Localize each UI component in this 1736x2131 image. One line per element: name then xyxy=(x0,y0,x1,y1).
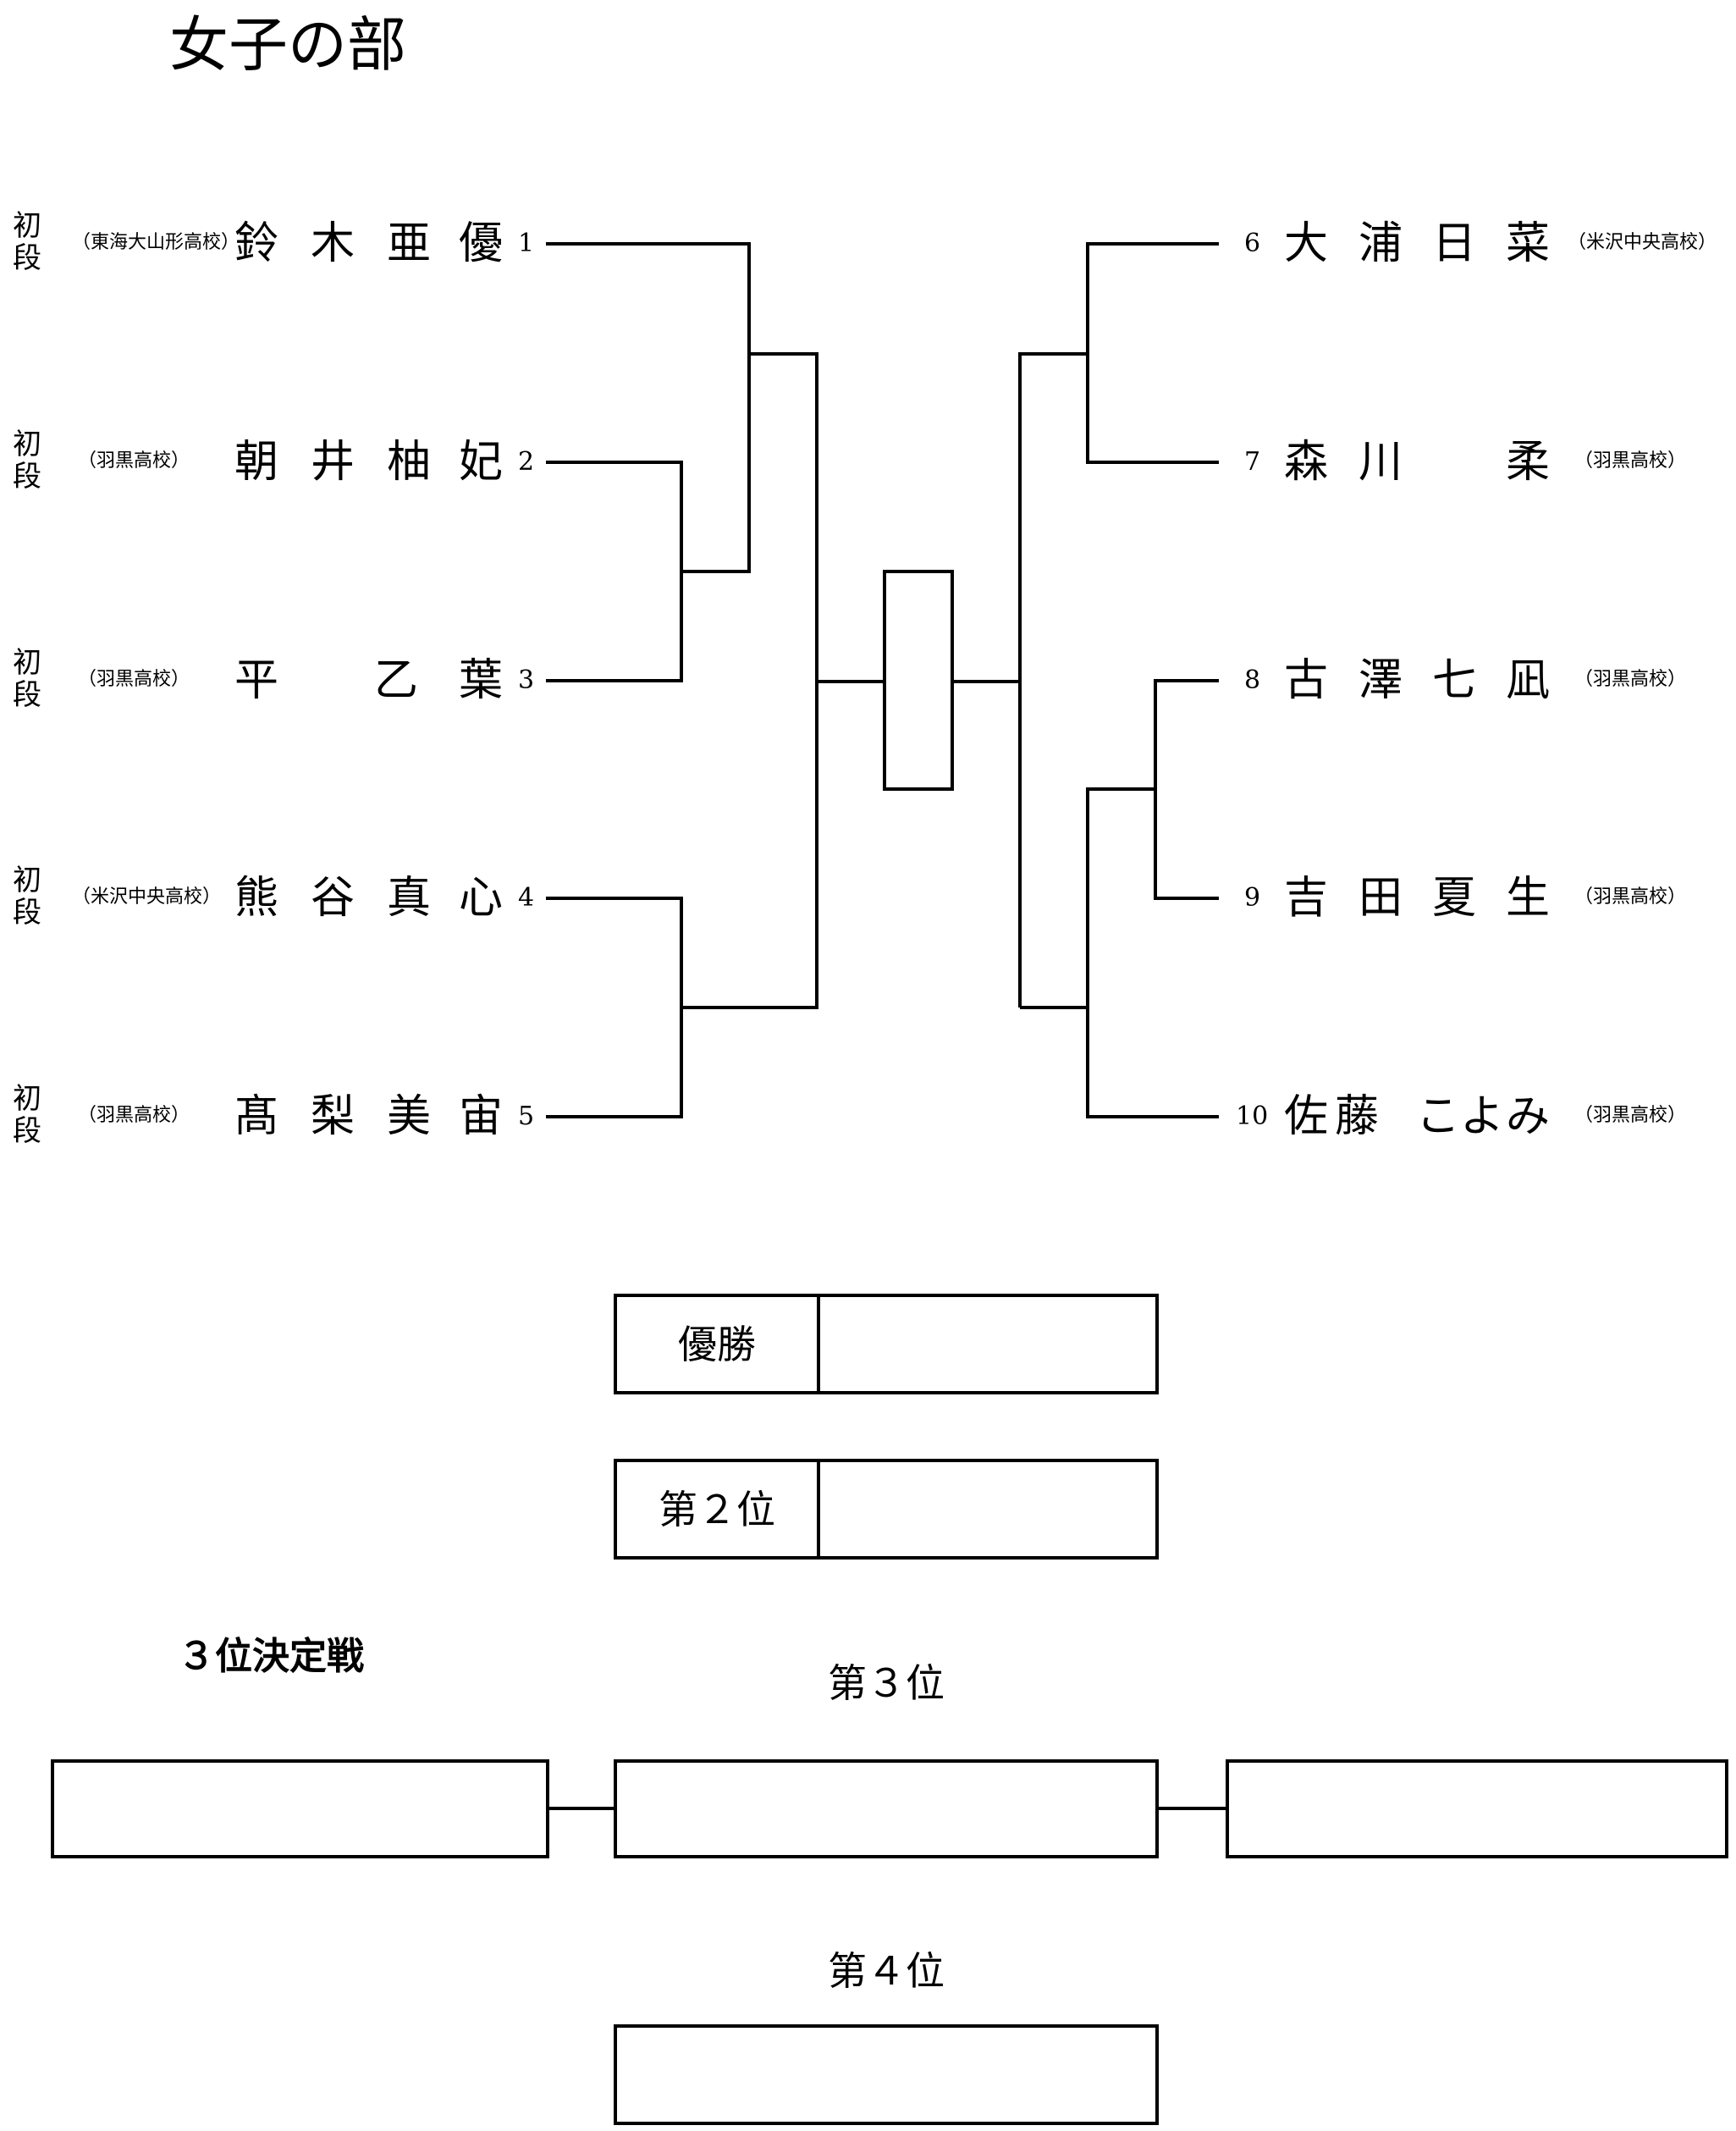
player-name: 大 浦 日 菜 xyxy=(1283,218,1550,269)
bracket-line-right-67 xyxy=(1018,352,1088,1008)
seed-number: 1 xyxy=(518,229,535,258)
school-label: （羽黒高校） xyxy=(78,1105,190,1126)
bracket-line-right-6 xyxy=(1086,242,1219,354)
seed-number: 4 xyxy=(518,883,535,913)
bracket-line-left-1 xyxy=(546,242,751,354)
school-label: （米沢中央高校） xyxy=(72,886,222,908)
player-name: 吉 田 夏 生 xyxy=(1283,873,1550,924)
player-name: 鈴 木 亜 優 xyxy=(234,218,503,269)
fourth-place-label: 第４位 xyxy=(828,1948,945,1994)
school-label: （羽黒高校） xyxy=(1574,1105,1687,1126)
school-label: （米沢中央高校） xyxy=(1568,232,1717,253)
winner-box xyxy=(614,1294,1159,1394)
bracket-line-left-123 xyxy=(749,352,818,682)
bracket-line-left-3 xyxy=(546,571,683,682)
bracket-line-left-45 xyxy=(681,682,818,1009)
seed-number: 10 xyxy=(1236,1101,1269,1131)
seed-number: 9 xyxy=(1244,883,1261,913)
fourth-place-box xyxy=(614,2024,1159,2125)
bracket-line-left-5 xyxy=(546,1008,683,1118)
dan-label: 初段 xyxy=(13,864,41,930)
seed-number: 7 xyxy=(1244,447,1261,477)
bracket-line-right-7 xyxy=(1086,354,1219,464)
third-match-left-box xyxy=(51,1759,549,1858)
school-label: （東海大山形高校） xyxy=(72,232,240,253)
second-box xyxy=(614,1459,1159,1560)
player-name: 朝 井 柚 妃 xyxy=(234,437,503,488)
third-place-label: 第３位 xyxy=(828,1660,945,1706)
bracket-line-right-8 xyxy=(1154,679,1219,789)
school-label: （羽黒高校） xyxy=(1574,450,1687,472)
dan-label: 初段 xyxy=(13,209,41,275)
dan-label: 初段 xyxy=(13,1082,41,1148)
school-label: （羽黒高校） xyxy=(78,669,190,690)
dan-label: 初段 xyxy=(13,646,41,712)
seed-number: 3 xyxy=(518,665,535,695)
bracket-line-right-9 xyxy=(1154,789,1219,900)
bracket-line-left-2 xyxy=(546,461,683,571)
bracket-line-left-23 xyxy=(681,354,751,573)
bracket-line-right-89 xyxy=(1086,787,1155,1008)
page-title: 女子の部 xyxy=(169,10,406,80)
school-label: （羽黒高校） xyxy=(78,450,190,472)
player-name: 佐 藤 こよ み xyxy=(1283,1091,1550,1142)
school-label: （羽黒高校） xyxy=(1574,669,1687,690)
player-name: 熊 谷 真 心 xyxy=(234,873,503,924)
player-name: 森 川 柔 xyxy=(1283,437,1550,488)
seed-number: 2 xyxy=(518,447,535,477)
third-place-match-heading: ３位決定戦 xyxy=(178,1635,364,1678)
final-box xyxy=(883,570,954,791)
seed-number: 5 xyxy=(518,1101,535,1131)
school-label: （羽黒高校） xyxy=(1574,886,1687,908)
winner-label: 優勝 xyxy=(678,1322,756,1367)
dan-label: 初段 xyxy=(13,428,41,494)
second-place-label: 第２位 xyxy=(659,1487,775,1532)
third-place-box xyxy=(614,1759,1159,1858)
bracket-line-left-4 xyxy=(546,897,683,1008)
bracket-line-right-10 xyxy=(1086,1008,1219,1118)
third-match-right-box xyxy=(1226,1759,1728,1858)
player-name: 平 乙 葉 xyxy=(234,655,503,706)
seed-number: 8 xyxy=(1244,665,1261,695)
player-name: 髙 梨 美 宙 xyxy=(234,1091,503,1142)
player-name: 古 澤 七 凪 xyxy=(1283,655,1550,706)
seed-number: 6 xyxy=(1244,229,1261,258)
